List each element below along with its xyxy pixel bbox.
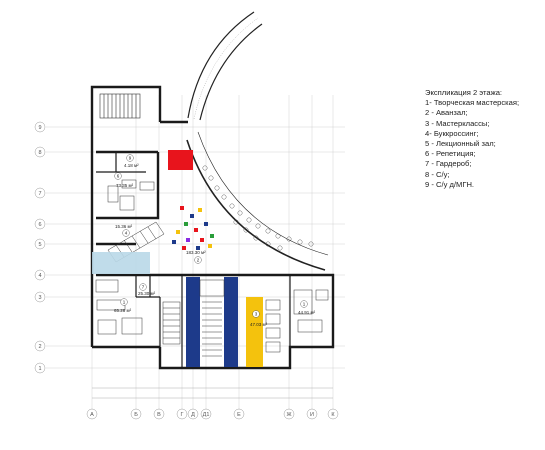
col-axis-bubble <box>233 408 245 420</box>
col-axis-label: К <box>331 412 335 418</box>
room-area: 65.28 м² <box>114 308 132 313</box>
legend-title: Экспликация 2 этажа: <box>425 88 503 97</box>
row-axis-label: 1 <box>38 366 41 372</box>
room-marker <box>300 300 308 308</box>
room-marker <box>194 256 202 264</box>
room-number: 4 <box>125 231 128 236</box>
room-number: 7 <box>142 285 145 290</box>
dimension-line <box>92 387 333 399</box>
col-axis-label: Е <box>237 412 241 418</box>
furniture-room-3 <box>265 299 281 353</box>
col-axis-bubble <box>176 408 188 420</box>
legend-item: 8 - С/у; <box>425 169 450 179</box>
row-axis-label: 2 <box>38 344 41 350</box>
room-area: 183.30 м² <box>186 250 206 255</box>
room-number: 3 <box>255 312 258 317</box>
room-marker <box>120 298 128 306</box>
room-number: 9 <box>129 156 132 161</box>
stair-top <box>99 93 141 119</box>
col-axis-label: И <box>310 412 314 418</box>
row-axis-bubble <box>34 269 46 281</box>
arc-seating <box>202 165 314 251</box>
room-marker <box>114 172 122 180</box>
room-marker <box>252 310 260 318</box>
col-axis-bubble <box>187 408 199 420</box>
legend-item: 7 - Гардероб; <box>425 159 472 169</box>
col-axis-label: Д1 <box>203 412 210 418</box>
row-axis-label: 5 <box>38 242 41 248</box>
room-area: 4.18 м² <box>124 163 139 168</box>
col-axis-label: Д <box>191 412 195 418</box>
furniture-room-1b <box>293 289 329 333</box>
row-axis-bubble <box>34 340 46 352</box>
row-axis-bubble <box>34 238 46 250</box>
furniture-room-6 <box>107 179 155 211</box>
col-axis-label: Б <box>134 412 138 418</box>
room-markers <box>114 154 308 318</box>
stair-bottom <box>162 301 181 345</box>
legend: Экспликация 2 этажа: 1- Творческая масте… <box>425 88 541 190</box>
row-axis-label: 7 <box>38 191 41 197</box>
row-axis-bubble <box>34 218 46 230</box>
row-axis-label: 8 <box>38 150 41 156</box>
zone-yellow <box>246 297 263 367</box>
room-area: 47.03 м² <box>250 322 268 327</box>
row-axis-label: 3 <box>38 295 41 301</box>
legend-item: 9 - С/у д/МГН. <box>425 179 475 189</box>
room-marker <box>139 283 147 291</box>
row-axis-bubble <box>34 362 46 374</box>
room-marker <box>122 229 130 237</box>
col-axis-bubble <box>283 408 295 420</box>
colorful-chairs <box>172 206 214 250</box>
curved-glazing <box>186 131 329 271</box>
col-axis-bubble <box>86 408 98 420</box>
room-area: 25.30 м² <box>138 291 156 296</box>
col-axis-bubble <box>153 408 165 420</box>
room-area: 44.91 м² <box>298 310 316 315</box>
row-axis-bubble <box>34 291 46 303</box>
room-number: 1 <box>123 300 126 305</box>
room-number: 2 <box>197 258 200 263</box>
col-axis-bubble <box>130 408 142 420</box>
legend-item: 5 - Лекционный зал; <box>425 139 496 149</box>
row-axis-bubble <box>34 146 46 158</box>
legend-item: 1- Творческая мастерская; <box>425 98 520 108</box>
room-marker <box>126 154 134 162</box>
col-axis-label: Г <box>181 412 184 418</box>
col-axis-bubble <box>200 408 212 420</box>
legend-item: 3 - Мастерклассы; <box>425 118 490 128</box>
legend-item: 2 - Аванзал; <box>425 108 468 118</box>
zone-blue-right <box>224 277 238 367</box>
partitions <box>96 152 291 368</box>
row-axis-bubble <box>34 187 46 199</box>
furniture-room-1 <box>95 279 143 335</box>
room-area: 15.36 м² <box>115 224 133 229</box>
col-axis-label: В <box>157 412 161 418</box>
zone-blue-left <box>186 277 200 367</box>
room-number: 6 <box>117 174 120 179</box>
lecture-seating <box>199 279 225 357</box>
zone-light-blue <box>92 252 150 274</box>
legend-item: 4- Буккроссинг; <box>425 128 479 138</box>
legend-item: 6 - Репетиция; <box>425 149 476 159</box>
col-axis-bubble <box>327 408 339 420</box>
zone-red <box>168 150 193 170</box>
row-axis <box>34 121 46 374</box>
col-axis-label: А <box>90 412 94 418</box>
room-number: 1 <box>303 302 306 307</box>
room-area: 73.35 м² <box>116 183 134 188</box>
row-axis-label: 4 <box>38 273 41 279</box>
row-axis-bubble <box>34 121 46 133</box>
row-axis-label: 6 <box>38 222 41 228</box>
column-axis <box>86 408 339 420</box>
row-axis-label: 9 <box>38 125 41 131</box>
col-axis-bubble <box>306 408 318 420</box>
curved-stair <box>187 11 263 121</box>
col-axis-label: Ж <box>286 412 291 418</box>
